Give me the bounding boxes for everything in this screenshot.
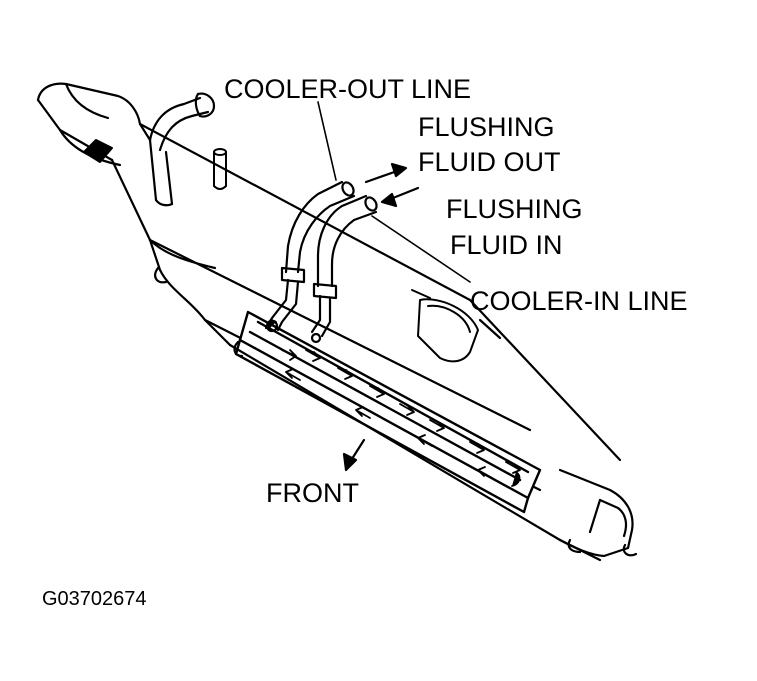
- cooler-lines: [264, 180, 378, 344]
- front-label: FRONT: [266, 478, 359, 508]
- side-bracket: [411, 289, 479, 363]
- vent-tube: [213, 148, 227, 190]
- cooler-in-line-label: COOLER-IN LINE: [470, 286, 688, 316]
- transmission-cooler: [234, 310, 542, 514]
- upper-hose-neck: [148, 92, 216, 207]
- tank-clip: [83, 139, 113, 163]
- flushing-out-arrow: [364, 162, 408, 184]
- flushing-fluid-out-label-line1: FLUSHING: [418, 112, 555, 142]
- flushing-in-arrow: [380, 186, 420, 208]
- leader-lines: [317, 101, 471, 283]
- flow-arrows: [267, 319, 521, 487]
- flushing-fluid-out-label-line2: FLUID OUT: [418, 147, 561, 177]
- figure-code: G03702674: [42, 588, 147, 610]
- flushing-fluid-in-label-line1: FLUSHING: [446, 194, 583, 224]
- cooler-out-line-label: COOLER-OUT LINE: [224, 74, 472, 104]
- front-arrow: [342, 438, 366, 472]
- flushing-fluid-in-label-line2: FLUID IN: [450, 230, 563, 260]
